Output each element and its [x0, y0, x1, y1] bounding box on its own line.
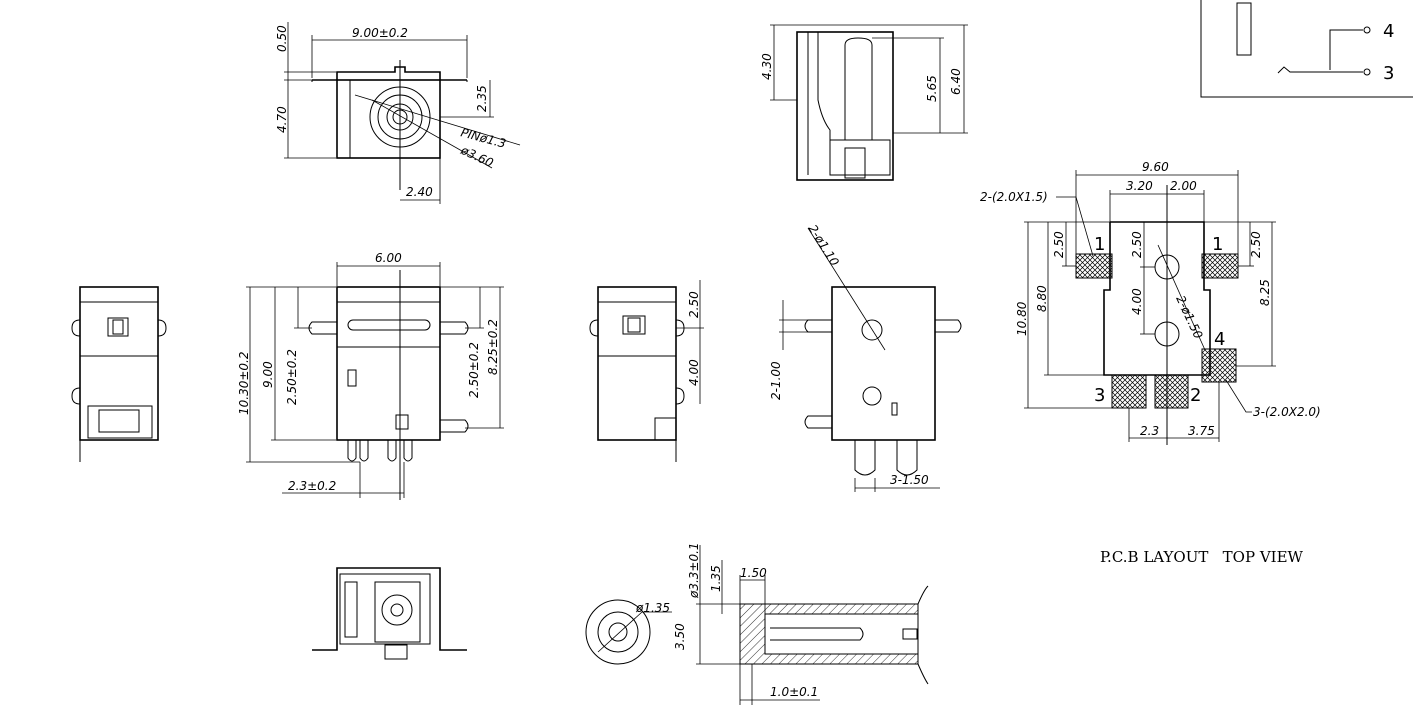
back-view: 2-ø1.10 2-1.00 3-1.50: [769, 222, 962, 492]
left-side-view: [71, 286, 167, 462]
pcb-caption: P.C.B LAYOUT TOP VIEW: [1100, 548, 1304, 566]
top-height-label: 4.70: [275, 106, 289, 133]
pcb-w1-label: 3.20: [1126, 179, 1153, 193]
pcb-layout: 9.60 3.20 2.00 2-(2.0X1.5) 10.80 8.80 2.…: [980, 160, 1321, 566]
pcb-pitch-right-label: 3.75: [1188, 424, 1215, 438]
plug-outer-dia-label: ø3.3±0.1: [687, 542, 701, 599]
back-pinw-label: 2-1.00: [769, 361, 783, 400]
pcb-pin2: 2: [1190, 385, 1201, 406]
pcb-h2-label: 8.80: [1035, 285, 1049, 312]
pcb-hrt-label: 2.50: [1249, 231, 1263, 258]
plug-len2-label: 1.50: [740, 566, 767, 580]
right-side-view: 2.50 4.00: [589, 280, 704, 462]
pcb-hole-label: 2-ø1.50: [1173, 293, 1205, 341]
front-height-label: 9.00: [261, 361, 275, 388]
top-center-label: 2.35: [475, 85, 489, 112]
right-d1-label: 2.50: [687, 291, 701, 318]
front-pitch-label: 2.3±0.2: [288, 479, 336, 493]
plug-len1-label: 1.35: [709, 565, 723, 592]
back-tabs-label: 3-1.50: [890, 473, 929, 487]
pcb-total-h-label: 10.80: [1015, 301, 1029, 336]
schematic: 4 3: [1200, 0, 1413, 98]
front-body-h-label: 8.25±0.2: [486, 319, 500, 375]
pcb-hlt-label: 2.50: [1052, 231, 1066, 258]
front-view: 6.00 10.30±0.2 9.00 2.50±0.2 2.50±0.2 8.…: [237, 251, 504, 500]
front-offset-right-label: 2.50±0.2: [467, 342, 481, 398]
top-offset-label: 0.50: [275, 25, 289, 52]
pcb-mid-label: 4.00: [1130, 288, 1144, 315]
pcb-pin4: 4: [1214, 329, 1225, 350]
side-h2-label: 5.65: [925, 75, 939, 102]
pcb-pad-bottom-label: 3-(2.0X2.0): [1253, 405, 1321, 419]
plug-section: ø1.35 ø3.3±0.1 3.50 1.35 1.50 1.0±0.1: [585, 542, 929, 705]
plug-body-dia-label: 3.50: [673, 623, 687, 650]
schematic-pin-3: 3: [1383, 63, 1394, 84]
side-section: 4.30 5.65 6.40: [760, 24, 968, 181]
top-width-label: 9.00±0.2: [352, 26, 408, 40]
side-h3-label: 6.40: [949, 68, 963, 95]
top-offsetx-label: 2.40: [406, 185, 433, 199]
pcb-w2-label: 2.00: [1170, 179, 1197, 193]
front-offset-left-label: 2.50±0.2: [285, 349, 299, 405]
pcb-hmt-label: 2.50: [1130, 231, 1144, 258]
pcb-pin1-left: 1: [1094, 234, 1105, 255]
side-h1-label: 4.30: [760, 53, 774, 80]
pcb-pitch-left-label: 2.3: [1140, 424, 1159, 438]
pcb-right-h-label: 8.25: [1258, 279, 1272, 306]
plug-tip-label: 1.0±0.1: [770, 685, 818, 699]
pcb-pad-top-label: 2-(2.0X1.5): [980, 190, 1048, 204]
right-d2-label: 4.00: [687, 359, 701, 386]
schematic-pin-4: 4: [1383, 21, 1394, 42]
pcb-width-label: 9.60: [1142, 160, 1169, 174]
plug-inner-dia-label: ø1.35: [635, 601, 670, 615]
bottom-view: [312, 567, 467, 660]
pcb-pin3: 3: [1094, 385, 1105, 406]
front-total-h-label: 10.30±0.2: [237, 352, 251, 416]
front-width-label: 6.00: [375, 251, 402, 265]
top-view: 9.00±0.2 0.50 4.70 2.35 PINø1.3 ø3.60 2.…: [275, 22, 521, 204]
pcb-pin1-right: 1: [1212, 234, 1223, 255]
back-holes-label: 2-ø1.10: [805, 222, 841, 269]
